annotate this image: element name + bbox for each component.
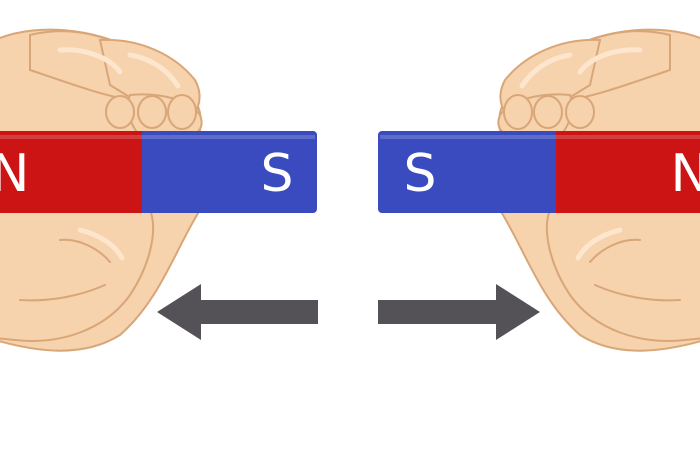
left-magnet-south-label: S — [260, 144, 293, 204]
left-bar-magnet: N S — [0, 131, 317, 213]
left-hand-crease-1 — [59, 238, 111, 263]
right-hand-highlight-3 — [575, 227, 623, 261]
right-magnet-shine — [380, 135, 700, 139]
left-hand-highlight-3 — [77, 227, 125, 261]
left-hand-highlight-1 — [57, 47, 123, 75]
left-magnet-north-pole — [0, 131, 142, 213]
right-bar-magnet: S N — [378, 131, 700, 213]
left-hand-knuckle-1 — [137, 95, 167, 129]
right-hand-thumb — [546, 209, 700, 342]
right-hand-highlight-2 — [519, 52, 573, 89]
right-arrow-icon — [378, 284, 540, 340]
left-magnet-south-pole-join — [142, 131, 152, 213]
left-hand-highlight-2 — [127, 52, 181, 89]
right-hand-highlight-1 — [577, 47, 643, 75]
right-hand-knuckle-1 — [533, 95, 563, 129]
right-hand-knuckle-3 — [565, 95, 595, 129]
left-hand-knuckle-2 — [167, 94, 197, 130]
right-hand-crease-2 — [594, 284, 681, 302]
right-magnet-south-pole-join — [546, 131, 556, 213]
right-magnet-south-pole — [378, 131, 556, 213]
left-magnet-north-label: N — [0, 144, 29, 204]
right-magnet-north-label: N — [671, 144, 700, 204]
left-arrow-icon — [157, 284, 318, 340]
left-hand-thumb — [0, 209, 154, 342]
left-magnet-shine — [0, 135, 315, 139]
right-magnet-north-pole — [556, 131, 700, 213]
right-hand-knuckle-2 — [503, 94, 533, 130]
left-hand-crease-2 — [19, 284, 106, 302]
left-hand-knuckle-3 — [105, 95, 135, 129]
right-magnet-south-label: S — [403, 144, 436, 204]
left-magnet-south-pole — [142, 131, 317, 213]
right-hand-crease-1 — [589, 238, 641, 263]
